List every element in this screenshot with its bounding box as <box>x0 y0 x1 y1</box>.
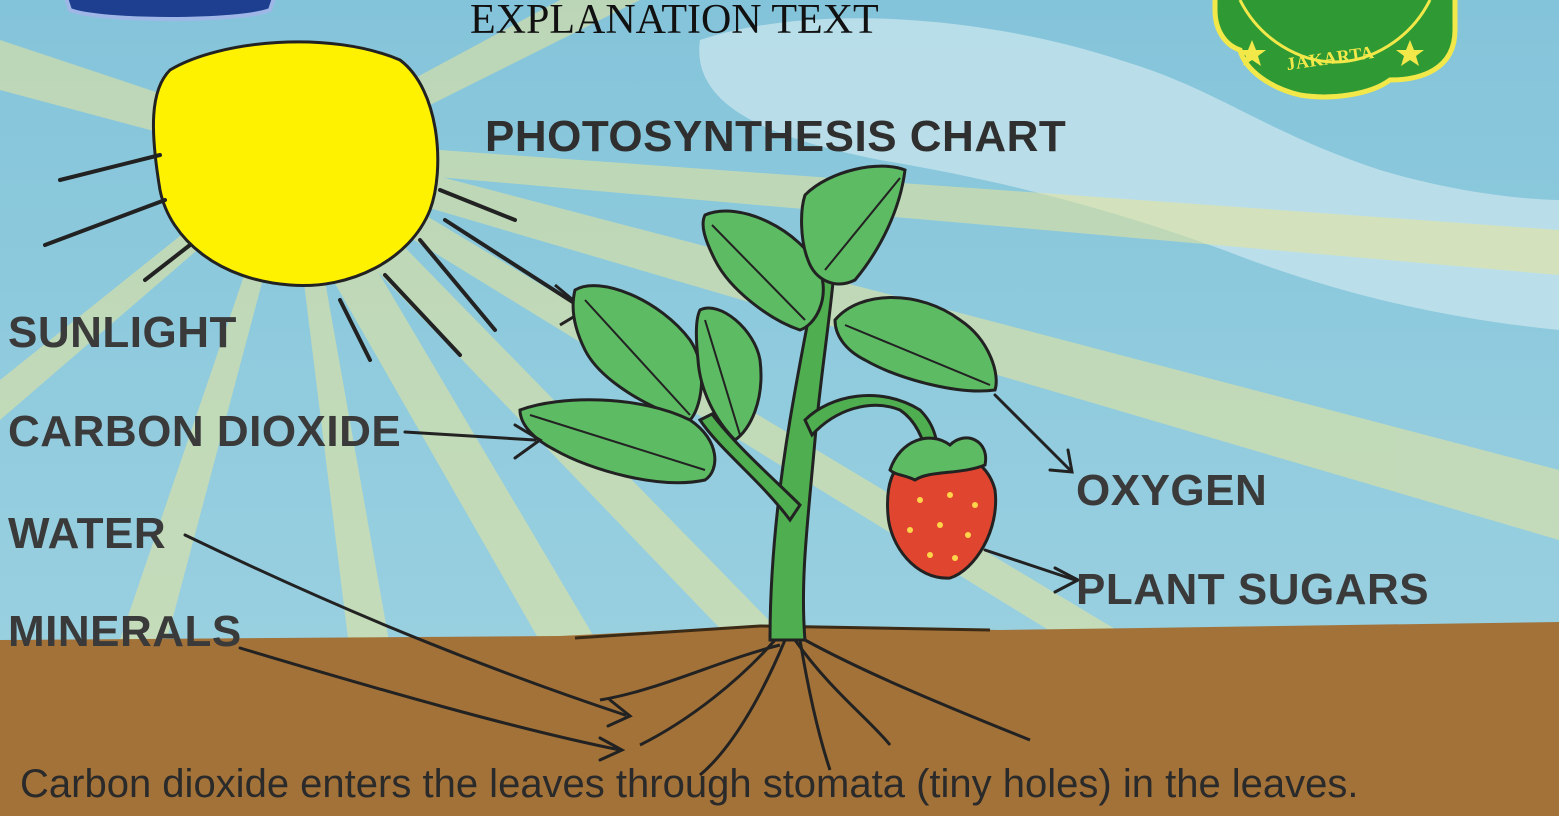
label-minerals: MINERALS <box>8 607 242 657</box>
label-sunlight: SUNLIGHT <box>8 308 237 358</box>
label-plant-sugars: PLANT SUGARS <box>1076 565 1429 615</box>
label-oxygen: OXYGEN <box>1076 466 1267 516</box>
left-logo <box>60 0 280 19</box>
caption: Carbon dioxide enters the leaves through… <box>20 762 1359 807</box>
label-carbon-dioxide: CARBON DIOXIDE <box>8 407 401 457</box>
top-title: EXPLANATION TEXT <box>470 0 879 44</box>
chart-title: PHOTOSYNTHESIS CHART <box>485 112 1066 162</box>
label-water: WATER <box>8 509 166 559</box>
